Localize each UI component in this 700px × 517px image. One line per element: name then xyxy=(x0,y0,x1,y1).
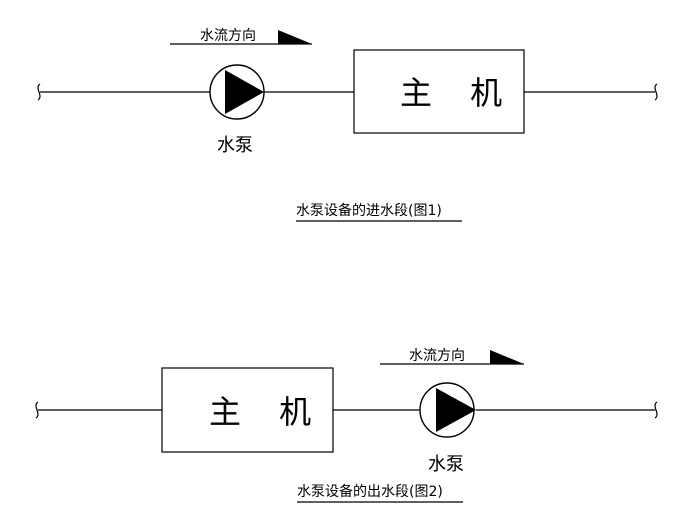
figure-2: 主 机 水流方向 水泵 水泵设备的出水段(图2) xyxy=(35,348,658,503)
flow-direction-label: 水流方向 xyxy=(200,28,256,44)
pipe-break-left-icon xyxy=(37,83,41,101)
pump-triangle-icon xyxy=(436,388,476,432)
figure-caption: 水泵设备的进水段(图1) xyxy=(296,202,442,219)
flow-direction-arrow-icon xyxy=(278,30,312,44)
figure-caption: 水泵设备的出水段(图2) xyxy=(297,483,443,500)
host-unit-label: 主 机 xyxy=(209,393,325,431)
pump-label: 水泵 xyxy=(217,135,253,156)
pump-label: 水泵 xyxy=(428,454,464,475)
host-unit-label: 主 机 xyxy=(400,74,516,112)
pump-triangle-icon xyxy=(225,70,264,114)
host-unit-box xyxy=(353,49,525,134)
pipe-break-right-icon xyxy=(654,401,658,419)
host-unit-box xyxy=(161,367,334,453)
pipe-break-left-icon xyxy=(35,401,39,419)
pipe-break-right-icon xyxy=(654,83,658,101)
flow-direction-label: 水流方向 xyxy=(409,348,465,364)
figure-1: 水流方向 水泵 主 机 水泵设备的进水段(图1) xyxy=(37,28,658,222)
flow-direction-arrow-icon xyxy=(490,350,524,364)
